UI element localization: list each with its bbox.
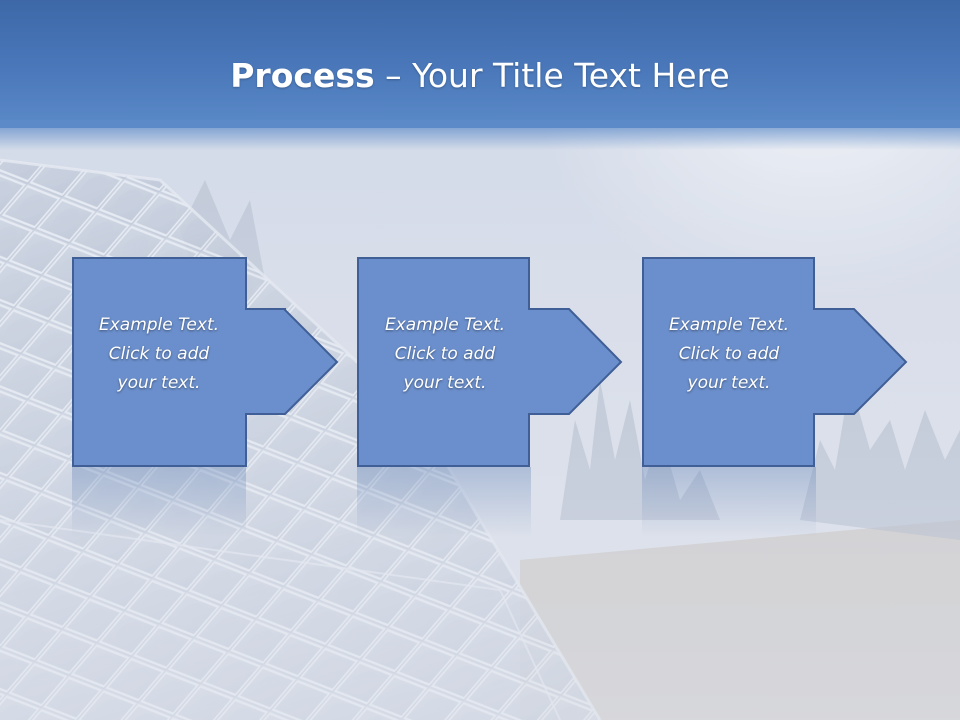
step-text[interactable]: Example Text. Click to add your text. [72,311,246,398]
title-bold: Process [230,56,375,95]
title-bar [0,0,960,128]
step-text-line: Click to add [108,344,210,364]
step-text[interactable]: Example Text. Click to add your text. [642,311,816,398]
step-text-line: your text. [403,373,487,393]
slide-title[interactable]: Process – Your Title Text Here [0,56,960,96]
step-text-line: your text. [117,373,201,393]
step-text-line: Example Text. [98,315,220,335]
process-step-1[interactable]: Example Text. Click to add your text. [72,257,432,467]
arrow-callout-shape [72,257,339,467]
step-reflection [642,467,816,537]
step-text-line: Example Text. [668,315,790,335]
arrow-callout-shape [357,257,623,467]
arrow-callout-shape [642,257,908,467]
title-text: – Your Title Text Here [374,56,730,95]
step-text-line: Example Text. [384,315,506,335]
title-bar-fade [0,120,960,150]
process-step-3[interactable]: Example Text. Click to add your text. [642,257,960,467]
step-text-line: Click to add [678,344,780,364]
step-text-line: your text. [687,373,771,393]
step-text[interactable]: Example Text. Click to add your text. [357,311,533,398]
step-reflection [72,467,246,537]
process-step-2[interactable]: Example Text. Click to add your text. [357,257,717,467]
step-text-line: Click to add [394,344,496,364]
step-reflection [357,467,531,537]
